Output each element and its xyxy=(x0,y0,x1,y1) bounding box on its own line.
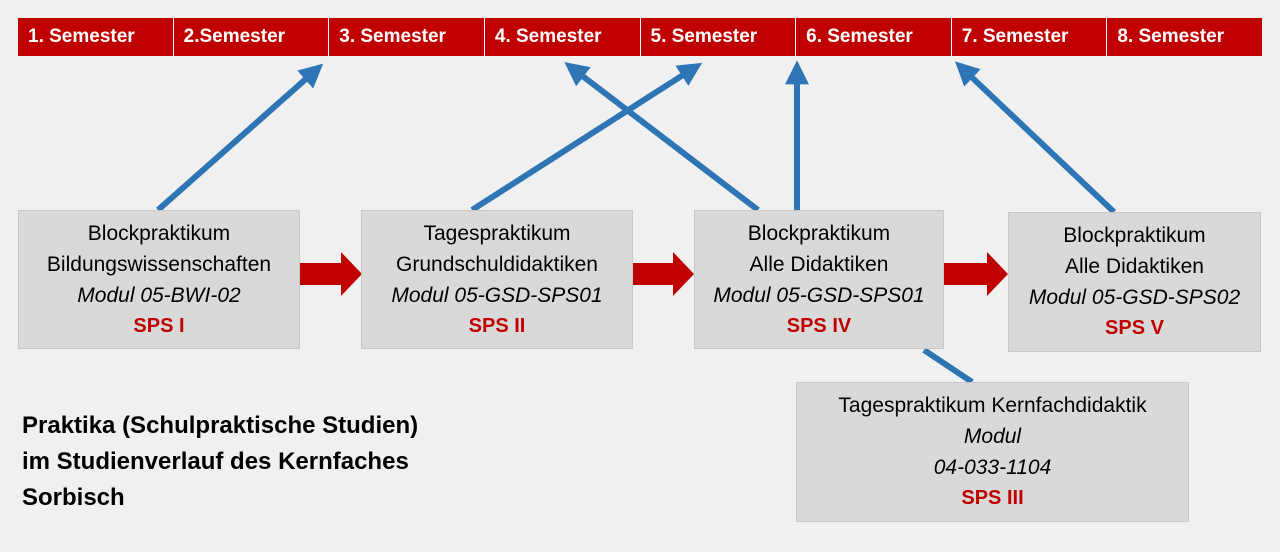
red-arrow-sps2-to-sps4 xyxy=(633,252,694,296)
blue-connector-sps3 xyxy=(922,347,974,385)
blue-arrow-sps2-to-sem5 xyxy=(470,62,703,213)
box-sps-label: SPS V xyxy=(1105,317,1164,339)
semester-5: 5. Semester xyxy=(640,18,797,56)
semester-8: 8. Semester xyxy=(1107,18,1262,56)
box-title: Tagespraktikum xyxy=(423,221,571,245)
semester-1: 1. Semester xyxy=(18,18,174,56)
box-sps-label: SPS II xyxy=(468,314,526,337)
box-subtitle: Grundschuldidaktiken xyxy=(396,252,598,276)
box-sps-5: Blockpraktikum Alle Didaktiken Modul 05-… xyxy=(1008,212,1261,352)
box-title: Blockpraktikum xyxy=(747,221,891,245)
blue-arrow-sps5-to-sem7 xyxy=(955,61,1117,215)
caption-line-3: Sorbisch xyxy=(22,484,125,511)
box-modul: Modul 05-GSD-SPS02 xyxy=(1028,286,1241,309)
caption-line-1: Praktika (Schulpraktische Studien) xyxy=(22,412,419,439)
semester-bar: 1. Semester 2.Semester 3. Semester 4. Se… xyxy=(18,18,1262,56)
red-arrow-sps4-to-sps5 xyxy=(944,252,1008,296)
blue-arrow-sps1-to-sem3 xyxy=(156,63,324,213)
box-sps-label: SPS I xyxy=(133,314,185,337)
box-sps-1: Blockpraktikum Bildungswissenschaften Mo… xyxy=(18,210,300,349)
box-title: Tagespraktikum Kernfachdidaktik xyxy=(838,394,1147,417)
box-title: Blockpraktikum xyxy=(1063,224,1206,247)
semester-4: 4. Semester xyxy=(484,18,641,56)
box-subtitle: Bildungswissenschaften xyxy=(46,252,272,276)
box-modul: Modul 05-GSD-SPS01 xyxy=(391,283,603,307)
semester-2: 2.Semester xyxy=(173,18,330,56)
blue-arrow-sps4-to-sem4 xyxy=(564,62,760,213)
box-modul-code: 04-033-1104 xyxy=(933,456,1052,479)
red-arrow-sps1-to-sps2 xyxy=(300,252,362,296)
diagram-caption: Praktika (Schulpraktische Studien) im St… xyxy=(22,408,418,516)
box-subtitle: Alle Didaktiken xyxy=(1065,255,1204,278)
box-title: Blockpraktikum xyxy=(87,221,231,245)
box-sps-label: SPS III xyxy=(961,487,1024,509)
box-modul: Modul xyxy=(963,425,1022,448)
semester-7: 7. Semester xyxy=(951,18,1108,56)
box-modul: Modul 05-GSD-SPS01 xyxy=(713,283,925,307)
box-sps-4: Blockpraktikum Alle Didaktiken Modul 05-… xyxy=(694,210,944,349)
semester-6: 6. Semester xyxy=(796,18,952,56)
box-subtitle: Alle Didaktiken xyxy=(749,252,889,276)
box-sps-3: Tagespraktikum Kernfachdidaktik Modul 04… xyxy=(796,382,1189,522)
box-modul: Modul 05-BWI-02 xyxy=(77,283,241,307)
caption-line-2: im Studienverlauf des Kernfaches xyxy=(22,448,409,475)
box-sps-2: Tagespraktikum Grundschuldidaktiken Modu… xyxy=(361,210,633,349)
box-sps-label: SPS IV xyxy=(786,314,852,337)
semester-3: 3. Semester xyxy=(329,18,485,56)
